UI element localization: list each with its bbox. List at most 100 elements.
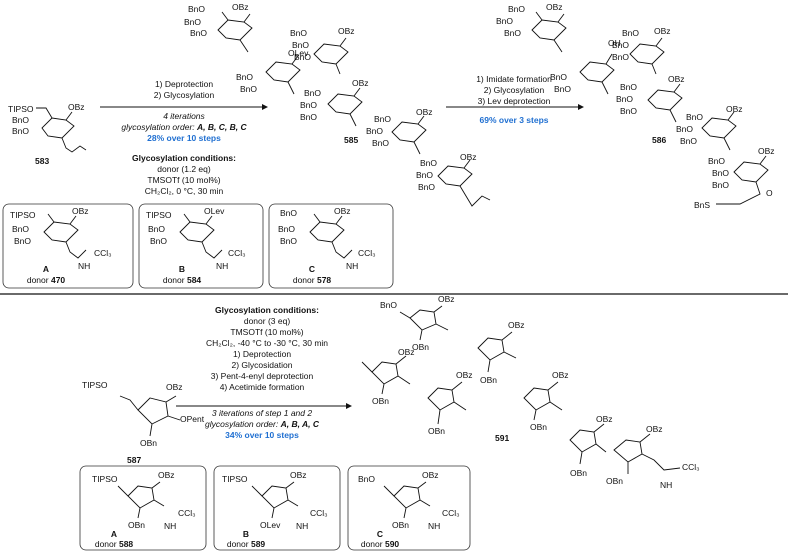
condition-solvent: CH₂Cl₂, 0 °C, 30 min — [145, 186, 224, 196]
tipso-label: TIPSO — [82, 380, 108, 390]
compound-number: 591 — [495, 433, 509, 443]
bno-2: BnO — [184, 17, 201, 27]
donor-letter: B — [243, 529, 249, 539]
step-glycosylation: 2) Glycosylation — [484, 85, 545, 95]
yield-text: 28% over 10 steps — [147, 133, 221, 143]
tipso-label: TIPSO — [10, 210, 36, 220]
compound-586: BnO OBz BnO BnO OH BnO BnO BnO OBz BnO B… — [496, 2, 775, 210]
bns-label: BnS — [694, 200, 710, 210]
tipso-label: TIPSO — [8, 104, 34, 114]
yield-text: 69% over 3 steps — [480, 115, 549, 125]
bno-15: BnO — [708, 156, 725, 166]
ccl3-label: CCl₃ — [358, 248, 376, 258]
condition-catalyst: TMSOTf (10 mol%) — [147, 175, 220, 185]
obz-3: OBz — [352, 78, 369, 88]
donor-box-c-bottom: BnO OBz OBn CCl₃ NH C donor 590 — [347, 465, 471, 551]
o-label: O — [766, 188, 773, 198]
compound-591: BnO OBz OBn OBz OBn OBz OBn OBz OBn OBz … — [361, 294, 700, 490]
obz-7: OBz — [646, 424, 663, 434]
donor-box-b: TIPSO OLev BnO BnO CCl₃ NH B donor 584 — [138, 203, 264, 289]
compound-585: BnO OBz BnO BnO OLev BnO BnO BnO OBz BnO… — [184, 2, 491, 207]
obz-label: OBz — [334, 206, 351, 216]
obz-4: OBz — [726, 104, 743, 114]
step-glycosidation: 2) Glycosidation — [232, 360, 293, 370]
ccl3-label: CCl₃ — [94, 248, 112, 258]
obz-label: OBz — [72, 206, 89, 216]
donor-box-c: BnO OBz BnO BnO CCl₃ NH C donor 578 — [268, 203, 394, 289]
donor-letter: B — [179, 264, 185, 274]
obn-label: OBn — [128, 520, 145, 530]
obz-5: OBz — [460, 152, 477, 162]
obz-2: OBz — [338, 26, 355, 36]
bno-label-2: BnO — [150, 236, 167, 246]
olev-label: OLev — [204, 206, 225, 216]
opent-label: OPent — [180, 414, 205, 424]
tipso-label: TIPSO — [146, 210, 172, 220]
donor-label: donor 470 — [27, 275, 66, 285]
obz-6: OBz — [596, 414, 613, 424]
ccl3-label: CCl₃ — [310, 508, 328, 518]
condition-catalyst: TMSOTf (10 mol%) — [230, 327, 303, 337]
iterations-text: 3 iterations of step 1 and 2 — [212, 408, 312, 418]
bno-17: BnO — [418, 182, 435, 192]
bno-7: BnO — [292, 40, 309, 50]
obz-label: OBz — [422, 470, 439, 480]
donor-box-a: TIPSO OBz BnO BnO CCl₃ NH A donor 470 — [2, 203, 134, 289]
nh-label: NH — [296, 521, 308, 531]
obz-label: OBz — [158, 470, 175, 480]
bno-14: BnO — [372, 138, 389, 148]
bno-11: BnO — [300, 112, 317, 122]
bno-12: BnO — [374, 114, 391, 124]
donor-letter: C — [309, 264, 315, 274]
glycosylation-order: glycosylation order: A, B, C, B, C — [121, 122, 247, 132]
bno-label: BnO — [12, 224, 29, 234]
obz-label: OBz — [438, 294, 455, 304]
compound-587: TIPSO OBz OPent OBn 587 — [82, 380, 205, 465]
obz-2: OBz — [398, 347, 415, 357]
bno-4: BnO — [550, 72, 567, 82]
compound-number: 587 — [127, 455, 141, 465]
oh-label: OH — [608, 38, 621, 48]
obn-7: OBn — [606, 476, 623, 486]
nh-label: NH — [164, 521, 176, 531]
bno-14: BnO — [680, 136, 697, 146]
bno-9: BnO — [304, 88, 321, 98]
obn-2: OBn — [372, 396, 389, 406]
bno-9: BnO — [620, 82, 637, 92]
bno-4: BnO — [236, 72, 253, 82]
reaction-arrow-2: 1) Imidate formation 2) Glycosylation 3)… — [446, 74, 584, 125]
ccl3-label: CCl₃ — [228, 248, 246, 258]
bno-label: BnO — [280, 208, 297, 218]
donor-letter: A — [43, 264, 49, 274]
step-glycosylation: 2) Glycosylation — [154, 90, 215, 100]
glycosylation-order: glycosylation order: A, B, A, C — [205, 419, 320, 429]
nh-label: NH — [660, 480, 672, 490]
obz-3: OBz — [456, 370, 473, 380]
donor-label: donor 584 — [163, 275, 202, 285]
obz-1: OBz — [232, 2, 249, 12]
bno-8: BnO — [612, 52, 629, 62]
bno-13: BnO — [366, 126, 383, 136]
ccl3-label: CCl₃ — [442, 508, 460, 518]
obn-label: OBn — [140, 438, 157, 448]
donor-letter: C — [377, 529, 383, 539]
nh-label: NH — [216, 261, 228, 271]
obz-label: OBz — [68, 102, 85, 112]
nh-label: NH — [346, 261, 358, 271]
bno-16: BnO — [712, 168, 729, 178]
obz-5: OBz — [552, 370, 569, 380]
bno-label: BnO — [148, 224, 165, 234]
bno-16: BnO — [416, 170, 433, 180]
nh-label: NH — [78, 261, 90, 271]
yield-text: 34% over 10 steps — [225, 430, 299, 440]
bno-12: BnO — [686, 112, 703, 122]
bno-11: BnO — [620, 106, 637, 116]
tipso-label: TIPSO — [222, 474, 248, 484]
obn-4: OBn — [480, 375, 497, 385]
compound-number: 585 — [344, 135, 358, 145]
step-pentenyl-deprotection: 3) Pent-4-enyl deprotection — [211, 371, 314, 381]
obn-label: OBn — [412, 342, 429, 352]
compound-583: TIPSO OBz BnO BnO 583 — [8, 102, 87, 166]
conditions-block: Glycosylation conditions: donor (3 eq) T… — [206, 305, 328, 348]
